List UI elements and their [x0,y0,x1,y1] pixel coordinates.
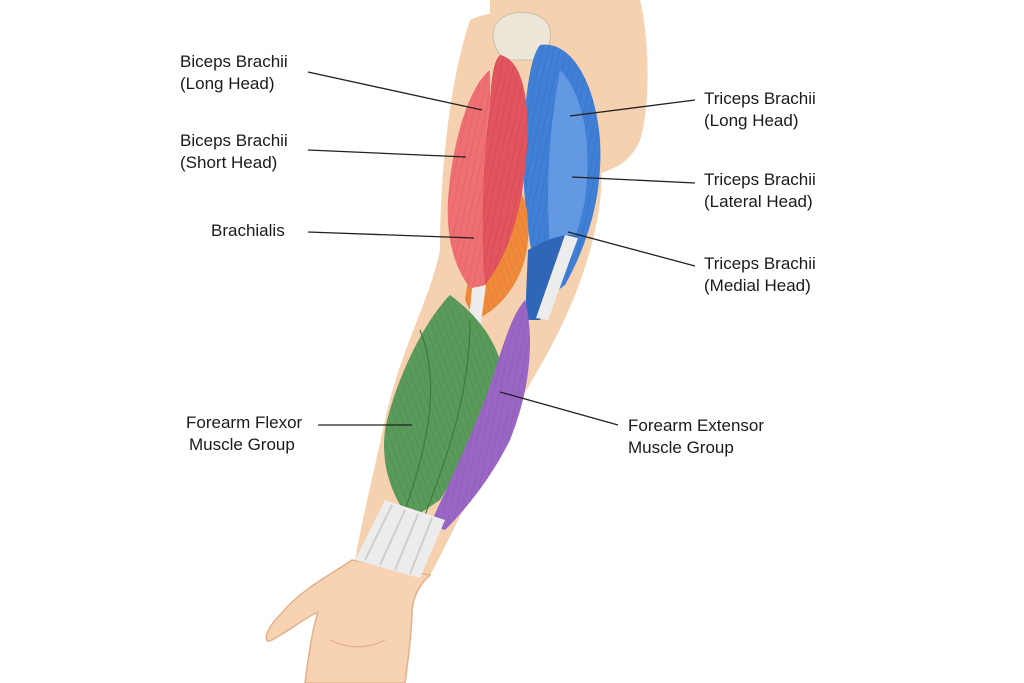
label-line: (Lateral Head) [704,192,813,211]
label-line: (Short Head) [180,153,278,172]
label-triceps-medial-head: Triceps Brachii (Medial Head) [704,253,816,297]
label-line: (Medial Head) [704,276,811,295]
label-line: Forearm Extensor [628,416,765,435]
label-forearm-flexor: Forearm Flexor Muscle Group [186,412,302,456]
label-line: Muscle Group [628,438,734,457]
label-brachialis: Brachialis [211,220,285,242]
label-biceps-long-head: Biceps Brachii (Long Head) [180,51,288,95]
label-line: Biceps Brachii [180,52,288,71]
label-forearm-extensor: Forearm Extensor Muscle Group [628,415,764,459]
leader-triceps-medial [567,231,696,267]
label-biceps-short-head: Biceps Brachii (Short Head) [180,130,288,174]
label-line: (Long Head) [180,74,275,93]
label-line: (Long Head) [704,111,799,130]
humerus-head [492,11,551,61]
label-triceps-lateral-head: Triceps Brachii (Lateral Head) [704,169,816,213]
triceps-tendon [536,235,578,320]
triceps-lateral-head [548,70,588,280]
label-line: Muscle Group [189,435,295,454]
wrist-tendons [355,500,445,578]
label-line: Triceps Brachii [704,254,816,273]
leader-biceps-long [307,71,483,111]
label-line: Biceps Brachii [180,131,288,150]
leader-biceps-short [307,149,467,158]
label-line: Triceps Brachii [704,89,816,108]
label-line: Forearm Flexor [186,413,303,432]
label-triceps-long-head: Triceps Brachii (Long Head) [704,88,816,132]
leader-triceps-long [569,99,696,117]
leader-brachialis [307,231,475,239]
palm-crease [329,639,386,648]
leader-forearm-extensor [499,391,619,426]
label-line: Triceps Brachii [704,170,816,189]
leader-triceps-lateral [571,176,696,184]
leader-lines [307,71,696,426]
hand [265,559,432,683]
label-line: Brachialis [211,221,285,240]
